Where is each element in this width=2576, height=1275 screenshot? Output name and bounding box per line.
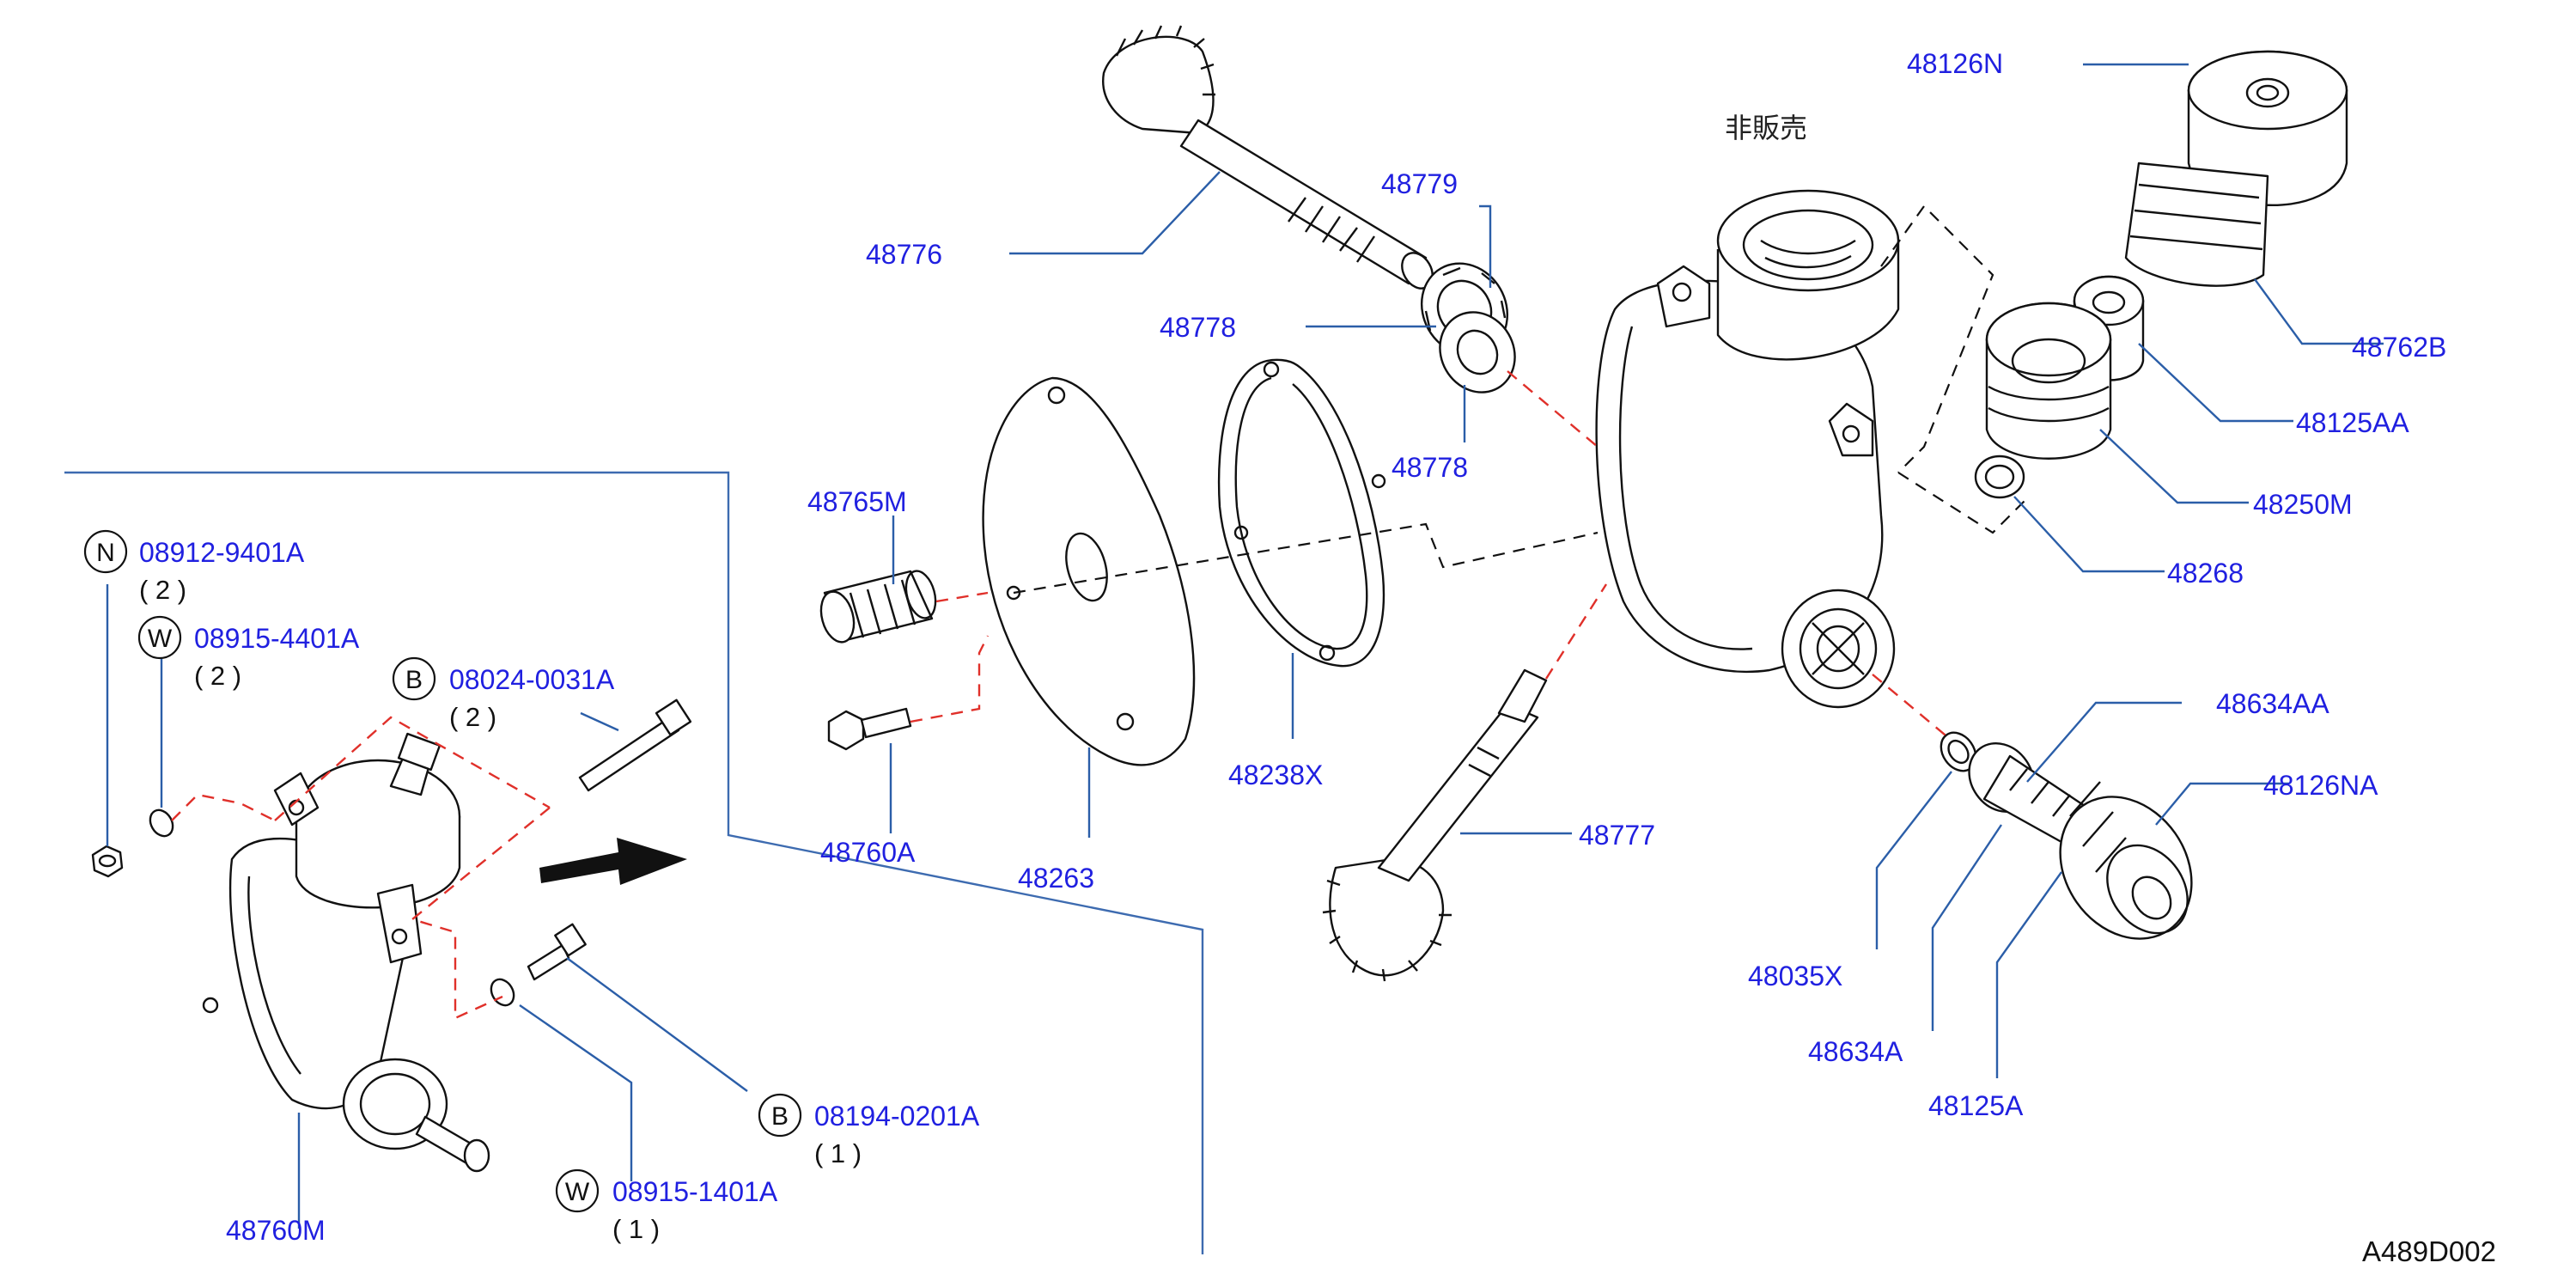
fastener-code[interactable]: 08194-0201A <box>814 1101 980 1132</box>
bolt-illustration-lower-left <box>527 923 587 981</box>
part-label-48035X[interactable]: 48035X <box>1748 961 1842 991</box>
part-label-48125A[interactable]: 48125A <box>1928 1090 2024 1121</box>
fastener-code[interactable]: 08915-1401A <box>612 1176 778 1207</box>
fastener-callout-08024-0031A[interactable]: B 08024-0031A ( 2 ) <box>392 656 615 732</box>
fastener-qty: ( 2 ) <box>139 575 186 605</box>
fastener-code[interactable]: 08024-0031A <box>449 664 615 695</box>
nut-illustration <box>91 845 124 878</box>
part-48250M-illustration <box>1985 302 2112 460</box>
fastener-code[interactable]: 08912-9401A <box>139 537 305 568</box>
fastener-letter-circle <box>137 615 182 660</box>
part-48776-illustration <box>1102 25 1434 290</box>
part-label-48634AA[interactable]: 48634AA <box>2216 688 2329 719</box>
not-for-sale-label: 非販売 <box>1725 112 1807 144</box>
fastener-letter: W <box>565 1178 590 1206</box>
fastener-qty: ( 2 ) <box>449 702 496 732</box>
part-48634AA-sleeve-illustration <box>1968 741 2089 844</box>
part-label-48238X[interactable]: 48238X <box>1228 760 1323 790</box>
bolt-illustration-upper-left <box>578 699 692 792</box>
diagram-code: A489D002 <box>2362 1235 2496 1267</box>
fastener-callout-08194-0201A[interactable]: B 08194-0201A ( 1 ) <box>758 1093 980 1168</box>
assembly-overview-illustration <box>202 732 490 1173</box>
part-label-48776[interactable]: 48776 <box>866 239 942 270</box>
part-label-48777[interactable]: 48777 <box>1579 820 1655 851</box>
fastener-letter: B <box>771 1102 789 1131</box>
fastener-callout-08915-4401A[interactable]: W 08915-4401A ( 2 ) <box>137 615 360 691</box>
part-48778-bearing-illustration <box>1439 311 1516 393</box>
fastener-letter: B <box>405 666 423 694</box>
part-label-48765M[interactable]: 48765M <box>807 486 907 517</box>
washer-illustration-lower <box>490 978 515 1007</box>
part-label-48634A[interactable]: 48634A <box>1808 1036 1903 1067</box>
part-label-48760M[interactable]: 48760M <box>226 1215 326 1246</box>
fastener-qty: ( 1 ) <box>814 1138 862 1168</box>
fastener-code[interactable]: 08915-4401A <box>194 623 360 654</box>
part-label-48762B[interactable]: 48762B <box>2352 332 2446 363</box>
part-48765M-illustration <box>819 570 937 644</box>
part-label-48263[interactable]: 48263 <box>1018 863 1094 894</box>
fastener-qty: ( 2 ) <box>194 661 241 691</box>
part-48762B-nut-illustration <box>2124 162 2269 287</box>
part-48777-illustration <box>1322 668 1548 982</box>
fastener-letter-circle <box>758 1093 802 1138</box>
part-label-48126NA[interactable]: 48126NA <box>2263 770 2378 801</box>
part-48268-washer-illustration <box>1974 454 2025 499</box>
fastener-letter: N <box>96 539 115 567</box>
part-label-48126N[interactable]: 48126N <box>1907 48 2003 79</box>
part-48760A-illustration <box>827 707 912 751</box>
fastener-callout-08915-1401A[interactable]: W 08915-1401A ( 1 ) <box>555 1168 778 1244</box>
part-label-48779[interactable]: 48779 <box>1381 168 1458 199</box>
part-label-48778-bottom[interactable]: 48778 <box>1392 452 1468 483</box>
part-48263-cover-illustration <box>982 376 1196 766</box>
part-label-48268[interactable]: 48268 <box>2167 558 2244 589</box>
fastener-letter: W <box>148 625 173 653</box>
part-48126NA-cap-illustration <box>2059 781 2193 940</box>
part-label-48778-top[interactable]: 48778 <box>1160 312 1236 343</box>
fastener-letter-circle <box>392 656 436 701</box>
detail-frame <box>64 471 1204 1254</box>
fastener-qty: ( 1 ) <box>612 1214 660 1244</box>
fastener-letter-circle <box>555 1168 600 1213</box>
direction-arrow <box>539 838 687 885</box>
fastener-letter-circle <box>83 529 128 574</box>
part-housing-not-for-sale-illustration <box>1595 189 1900 709</box>
part-label-48250M[interactable]: 48250M <box>2253 489 2353 520</box>
part-48238X-gasket-illustration <box>1217 358 1386 668</box>
washer-illustration-left <box>149 808 174 838</box>
part-label-48125AA[interactable]: 48125AA <box>2296 407 2409 438</box>
fastener-callout-08912-9401A[interactable]: N 08912-9401A ( 2 ) <box>83 529 305 605</box>
part-label-48760A[interactable]: 48760A <box>820 837 916 868</box>
